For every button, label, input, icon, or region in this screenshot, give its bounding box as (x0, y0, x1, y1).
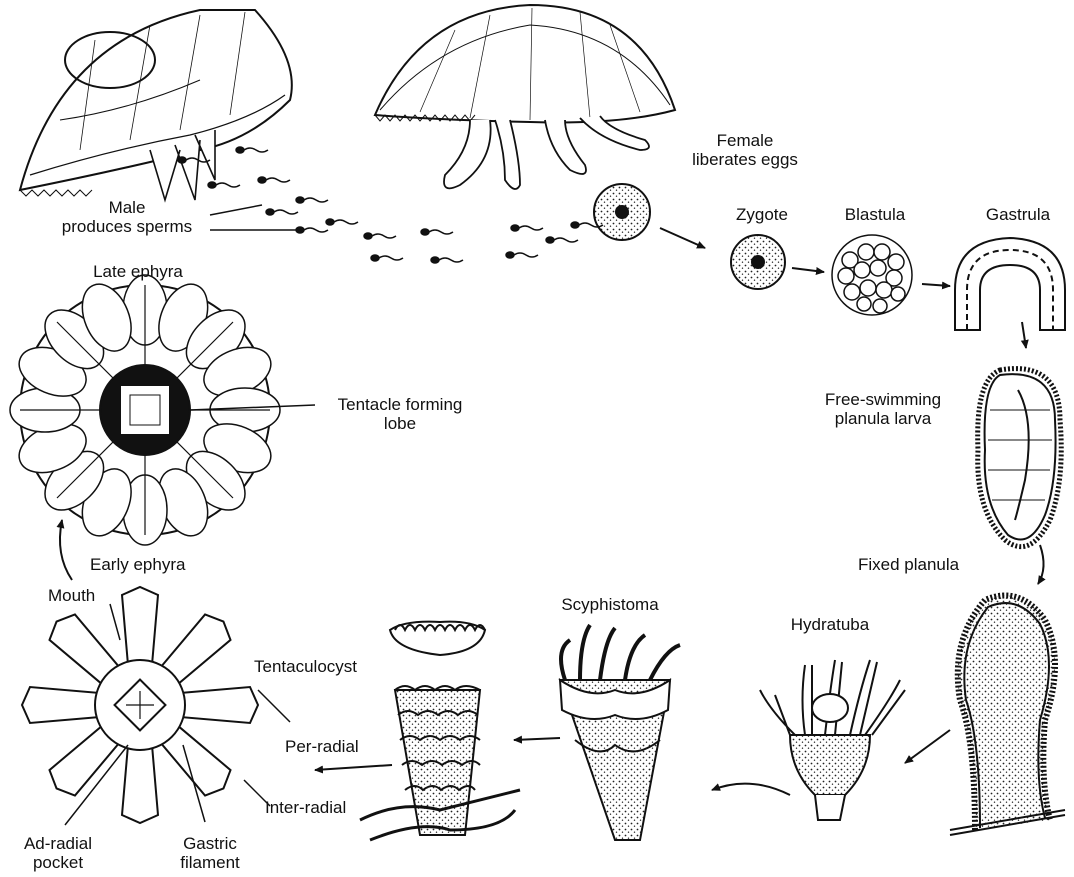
male-label-line1: Male (52, 198, 202, 217)
female-label-line1: Female (680, 131, 810, 150)
fixed-planula-label: Fixed planula (858, 555, 959, 574)
free-swimming-label: Free-swimming planula larva (808, 390, 958, 428)
tentacle-lobe-label: Tentacle forming lobe (315, 395, 485, 433)
free-swimming-planula (978, 369, 1062, 547)
blastula-label: Blastula (830, 205, 920, 224)
male-medusa (20, 10, 292, 200)
scyphistoma (560, 625, 680, 840)
mouth-label: Mouth (48, 586, 95, 605)
late-ephyra (10, 275, 280, 545)
gastrula-label: Gastrula (968, 205, 1068, 224)
blastula (832, 235, 912, 315)
tentacle-lobe-line2: lobe (315, 414, 485, 433)
fixed-planula (950, 596, 1065, 836)
female-label: Female liberates eggs (680, 131, 810, 169)
gastric-line1: Gastric (160, 834, 260, 853)
late-ephyra-label: Late ephyra (78, 262, 198, 281)
gastric-label: Gastric filament (160, 834, 260, 872)
sperm-cells (178, 147, 603, 263)
gastrula (955, 238, 1065, 330)
scyphistoma-label: Scyphistoma (540, 595, 680, 614)
free-swimming-line1: Free-swimming (808, 390, 958, 409)
gastric-line2: filament (160, 853, 260, 872)
hydratuba-label: Hydratuba (770, 615, 890, 634)
female-medusa (375, 5, 675, 189)
tentacle-lobe-line1: Tentacle forming (315, 395, 485, 414)
ad-radial-line2: pocket (8, 853, 108, 872)
tentaculocyst-label: Tentaculocyst (254, 657, 357, 676)
hydratuba (760, 660, 905, 820)
early-ephyra (22, 587, 258, 823)
per-radial-label: Per-radial (285, 737, 359, 756)
egg-cell (594, 184, 650, 240)
male-label-line2: produces sperms (52, 217, 202, 236)
zygote-label: Zygote (722, 205, 802, 224)
zygote (731, 235, 785, 289)
inter-radial-label: Inter-radial (265, 798, 346, 817)
early-ephyra-label: Early ephyra (90, 555, 185, 574)
ad-radial-line1: Ad-radial (8, 834, 108, 853)
strobila (360, 622, 520, 840)
female-label-line2: liberates eggs (680, 150, 810, 169)
ad-radial-label: Ad-radial pocket (8, 834, 108, 872)
male-label: Male produces sperms (52, 198, 202, 236)
free-swimming-line2: planula larva (808, 409, 958, 428)
